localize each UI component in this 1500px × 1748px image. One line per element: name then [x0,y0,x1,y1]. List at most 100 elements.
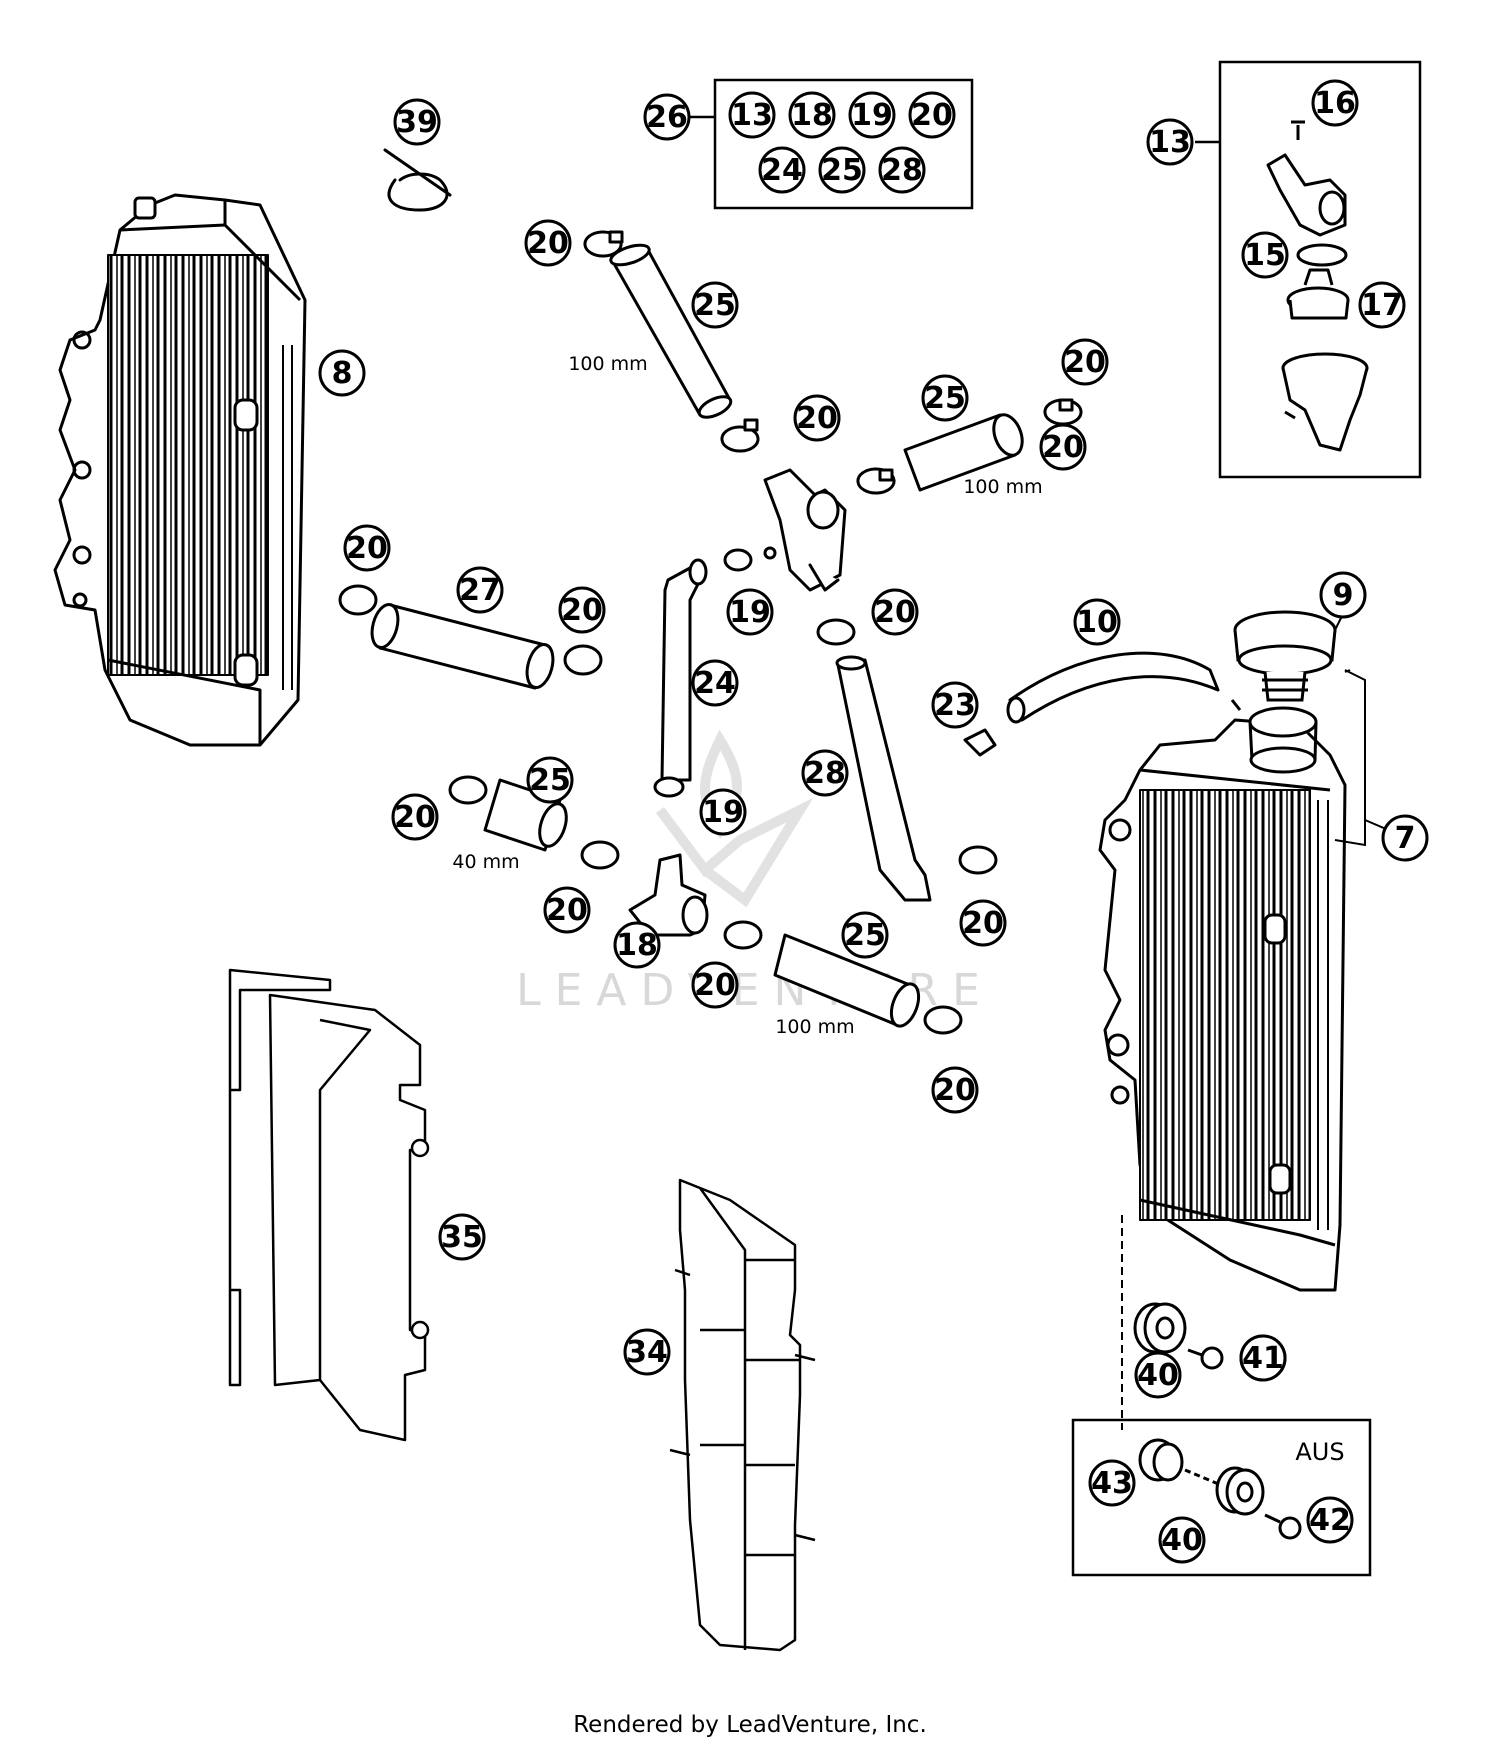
thermostat-box [1218,60,1422,479]
callout-circle [931,681,979,729]
callout-13: 13 [1146,118,1194,166]
callout-circle [1088,1459,1136,1507]
callout-circle [801,749,849,797]
callout-circle [818,146,866,194]
callout-7: 7 [1381,814,1429,862]
callout-27: 27 [456,566,504,614]
radiator-guard-35 [228,968,430,1442]
callout-circle [524,219,572,267]
callout-number: 20 [1042,430,1084,465]
callout-circle [691,961,739,1009]
callout-number: 25 [694,288,736,323]
thermostat-bubbles: 13 16 15 17 [1146,79,1406,329]
callout-circle [1381,814,1429,862]
callout-20: 20 [1039,423,1087,471]
callout-19: 19 [726,588,774,636]
leader-lines [1121,599,1401,1430]
callout-circle [1241,231,1289,279]
callout-circle [878,146,926,194]
callout-17: 17 [1358,281,1406,329]
callout-circle [526,756,574,804]
callout-number: 20 [911,98,953,133]
hose-parts [338,148,1220,1035]
callout-20: 20 [524,219,572,267]
callout-circle [1061,338,1109,386]
callout-circle [908,91,956,139]
callout-number: 25 [821,153,863,188]
right-radiator [1098,699,1347,1292]
callout-circle [758,146,806,194]
callout-24: 24 [691,659,739,707]
callout-number: 39 [396,105,438,140]
callout-25: 25 [841,911,889,959]
callout-number: 17 [1361,288,1403,323]
callout-number: 15 [1244,238,1286,273]
callout-circle [841,911,889,959]
callout-25: 25 [526,756,574,804]
mounting-parts [1133,1302,1302,1540]
aus-box [1071,1418,1372,1577]
hose-kit-box [713,78,974,210]
callout-8: 8 [318,349,366,397]
callout-circle [343,524,391,572]
callout-20: 20 [959,899,1007,947]
callout-circle [871,588,919,636]
callout-circle [543,886,591,934]
callout-circle [623,1328,671,1376]
callout-circle [793,394,841,442]
left-radiator [53,193,307,747]
callout-circle [726,588,774,636]
callout-number: 40 [1137,1358,1179,1393]
callout-number: 26 [646,100,688,135]
callout-number: 20 [346,531,388,566]
callout-number: 34 [626,1335,668,1370]
callout-circle [959,899,1007,947]
callout-circle [643,93,691,141]
callout-20: 20 [871,588,919,636]
callout-18: 18 [788,91,836,139]
callout-20: 20 [931,1066,979,1114]
callout-39: 39 [393,98,441,146]
callout-number: 24 [761,153,803,188]
callout-13: 13 [728,91,776,139]
callout-circle [1311,79,1359,127]
callout-number: 35 [441,1220,483,1255]
callout-20: 20 [558,586,606,634]
callout-circle [1039,423,1087,471]
callout-20: 20 [543,886,591,934]
callout-number: 16 [1314,86,1356,121]
aus-label: AUS [1295,1438,1344,1466]
callout-number: 25 [844,918,886,953]
callout-18: 18 [613,921,661,969]
callout-34: 34 [623,1328,671,1376]
callout-19: 19 [699,788,747,836]
callout-number: 18 [791,98,833,133]
callout-number: 25 [924,381,966,416]
callout-number: 20 [874,595,916,630]
callout-number: 19 [729,595,771,630]
callout-circle [728,91,776,139]
callout-number: 43 [1091,1466,1133,1501]
footer-credit: Rendered by LeadVenture, Inc. [573,1712,927,1738]
callout-circle [691,659,739,707]
callout-number: 13 [731,98,773,133]
callout-28: 28 [801,749,849,797]
callout-number: 20 [796,401,838,436]
callout-number: 23 [934,688,976,723]
callout-20: 20 [1061,338,1109,386]
callout-number: 24 [694,666,736,701]
callout-20: 20 [691,961,739,1009]
callout-number: 19 [702,795,744,830]
callout-28: 28 [878,146,926,194]
callout-number: 20 [546,893,588,928]
callout-43: 43 [1088,1459,1136,1507]
callout-26: 26 [643,93,691,141]
dimension-label: 100 mm [963,476,1042,498]
callout-circle [1239,1334,1287,1382]
callout-number: 18 [616,928,658,963]
callout-number: 20 [394,800,436,835]
radiator-cap [1233,610,1337,702]
callout-25: 25 [818,146,866,194]
